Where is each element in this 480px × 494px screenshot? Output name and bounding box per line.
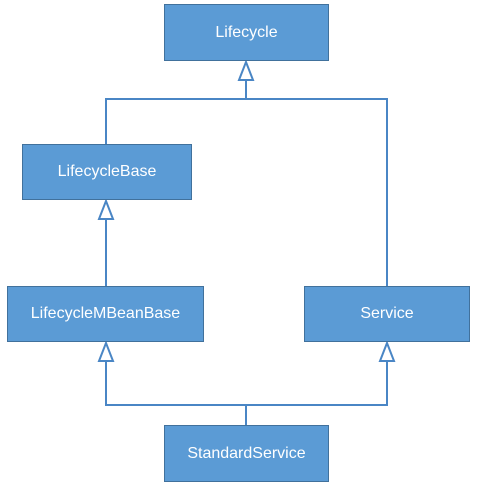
generalization-arrow-lifecycle (237, 59, 255, 81)
lifecycle-box: Lifecycle (164, 4, 329, 61)
generalization-arrow-lifecyclebase (97, 198, 115, 220)
generalization-arrow-lifecyclembeanbase (97, 340, 115, 362)
lifecyclebase-box: LifecycleBase (22, 144, 192, 200)
standardservice-label: StandardService (187, 444, 306, 462)
lifecyclembeanbase-label: LifecycleMBeanBase (30, 305, 181, 322)
generalization-arrow-service (378, 340, 396, 362)
service-label: Service (360, 305, 414, 322)
lifecycle-label: Lifecycle (215, 23, 278, 41)
connector-standardservice-to-service (246, 361, 388, 406)
lifecyclembeanbase-box: LifecycleMBeanBase (7, 286, 204, 342)
connector-standardservice-to-lifecyclembeanbase (105, 361, 246, 406)
standardservice-box: StandardService (164, 425, 329, 482)
connector-service-to-lifecycle (246, 98, 388, 286)
lifecyclebase-label: LifecycleBase (57, 163, 157, 180)
service-box: Service (304, 286, 470, 342)
connector-lifecyclebase-to-lifecycle (105, 80, 247, 144)
